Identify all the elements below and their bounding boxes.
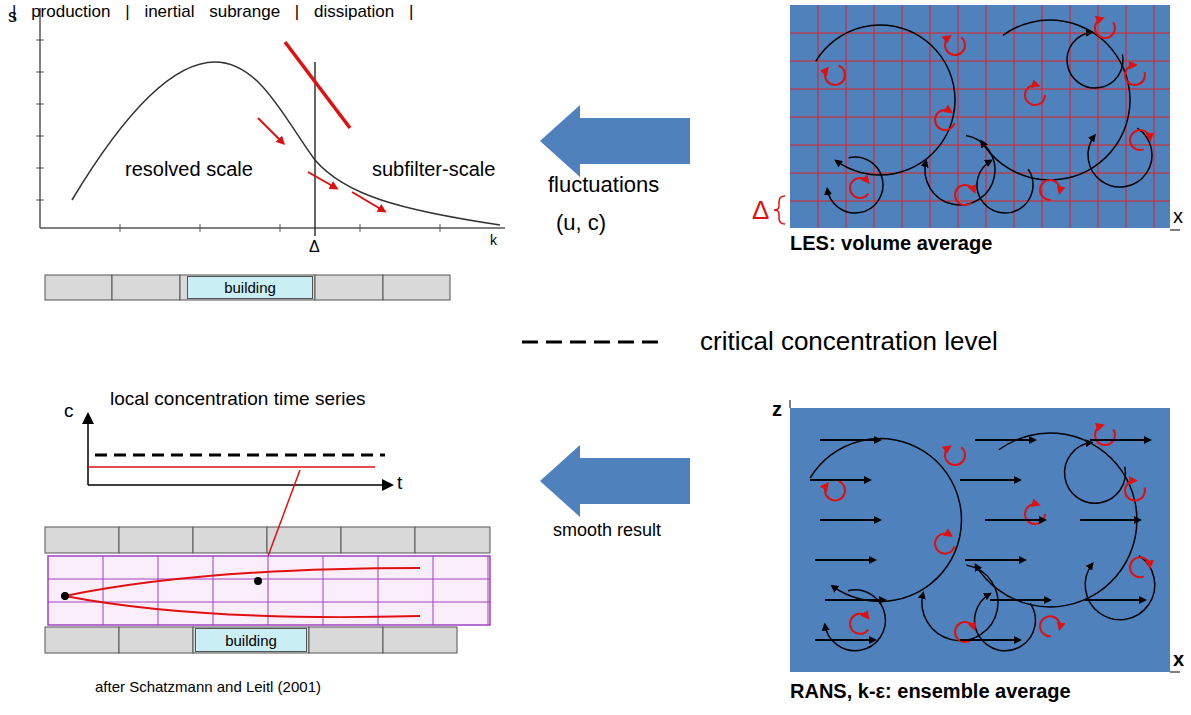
legend-entry: critical concentration level <box>520 326 998 357</box>
eddies <box>816 18 1152 213</box>
text-label: | production | inertial subrange | dissi… <box>12 2 413 22</box>
building-box: building <box>187 276 313 299</box>
text-label: k <box>490 232 497 248</box>
legend-text: critical concentration level <box>700 326 998 357</box>
plume <box>65 568 420 617</box>
text-label: s <box>8 6 17 27</box>
text-label: fluctuations <box>548 172 659 197</box>
building-box: building <box>195 628 307 652</box>
text-label: c <box>64 400 74 422</box>
text-label: subfilter-scale <box>372 158 495 181</box>
text-label: resolved scale <box>125 158 253 181</box>
text-label: smooth result <box>553 520 661 541</box>
text-label: Δ <box>752 196 769 226</box>
text-label: LES: volume average <box>790 232 992 255</box>
delta-brace <box>774 196 785 224</box>
text-label: (u, c) <box>556 210 606 235</box>
street-blocks <box>45 275 490 653</box>
building-label: building <box>224 279 276 296</box>
text-label: t <box>397 472 402 494</box>
text-label: x <box>1173 648 1184 671</box>
text-label: z <box>772 398 782 421</box>
street-grid-lines <box>48 556 490 625</box>
legend-swatch <box>520 332 690 352</box>
text-label: local concentration time series <box>110 388 366 410</box>
eddies <box>810 426 1155 651</box>
block-arrow <box>540 105 690 177</box>
time-series-plot <box>88 414 392 575</box>
rans-panel <box>790 408 1170 672</box>
spectrum-plot <box>36 8 505 236</box>
street-grid <box>48 556 490 625</box>
block-arrow <box>540 445 690 517</box>
text-label: Δ <box>309 238 320 256</box>
les-panel <box>790 5 1170 228</box>
building-label: building <box>225 632 277 649</box>
filter-grid <box>790 5 1170 228</box>
text-label: after Schatzmann and Leitl (2001) <box>95 678 321 695</box>
text-label: x <box>1173 205 1183 228</box>
text-label: RANS, k-ε: ensemble average <box>790 680 1071 703</box>
